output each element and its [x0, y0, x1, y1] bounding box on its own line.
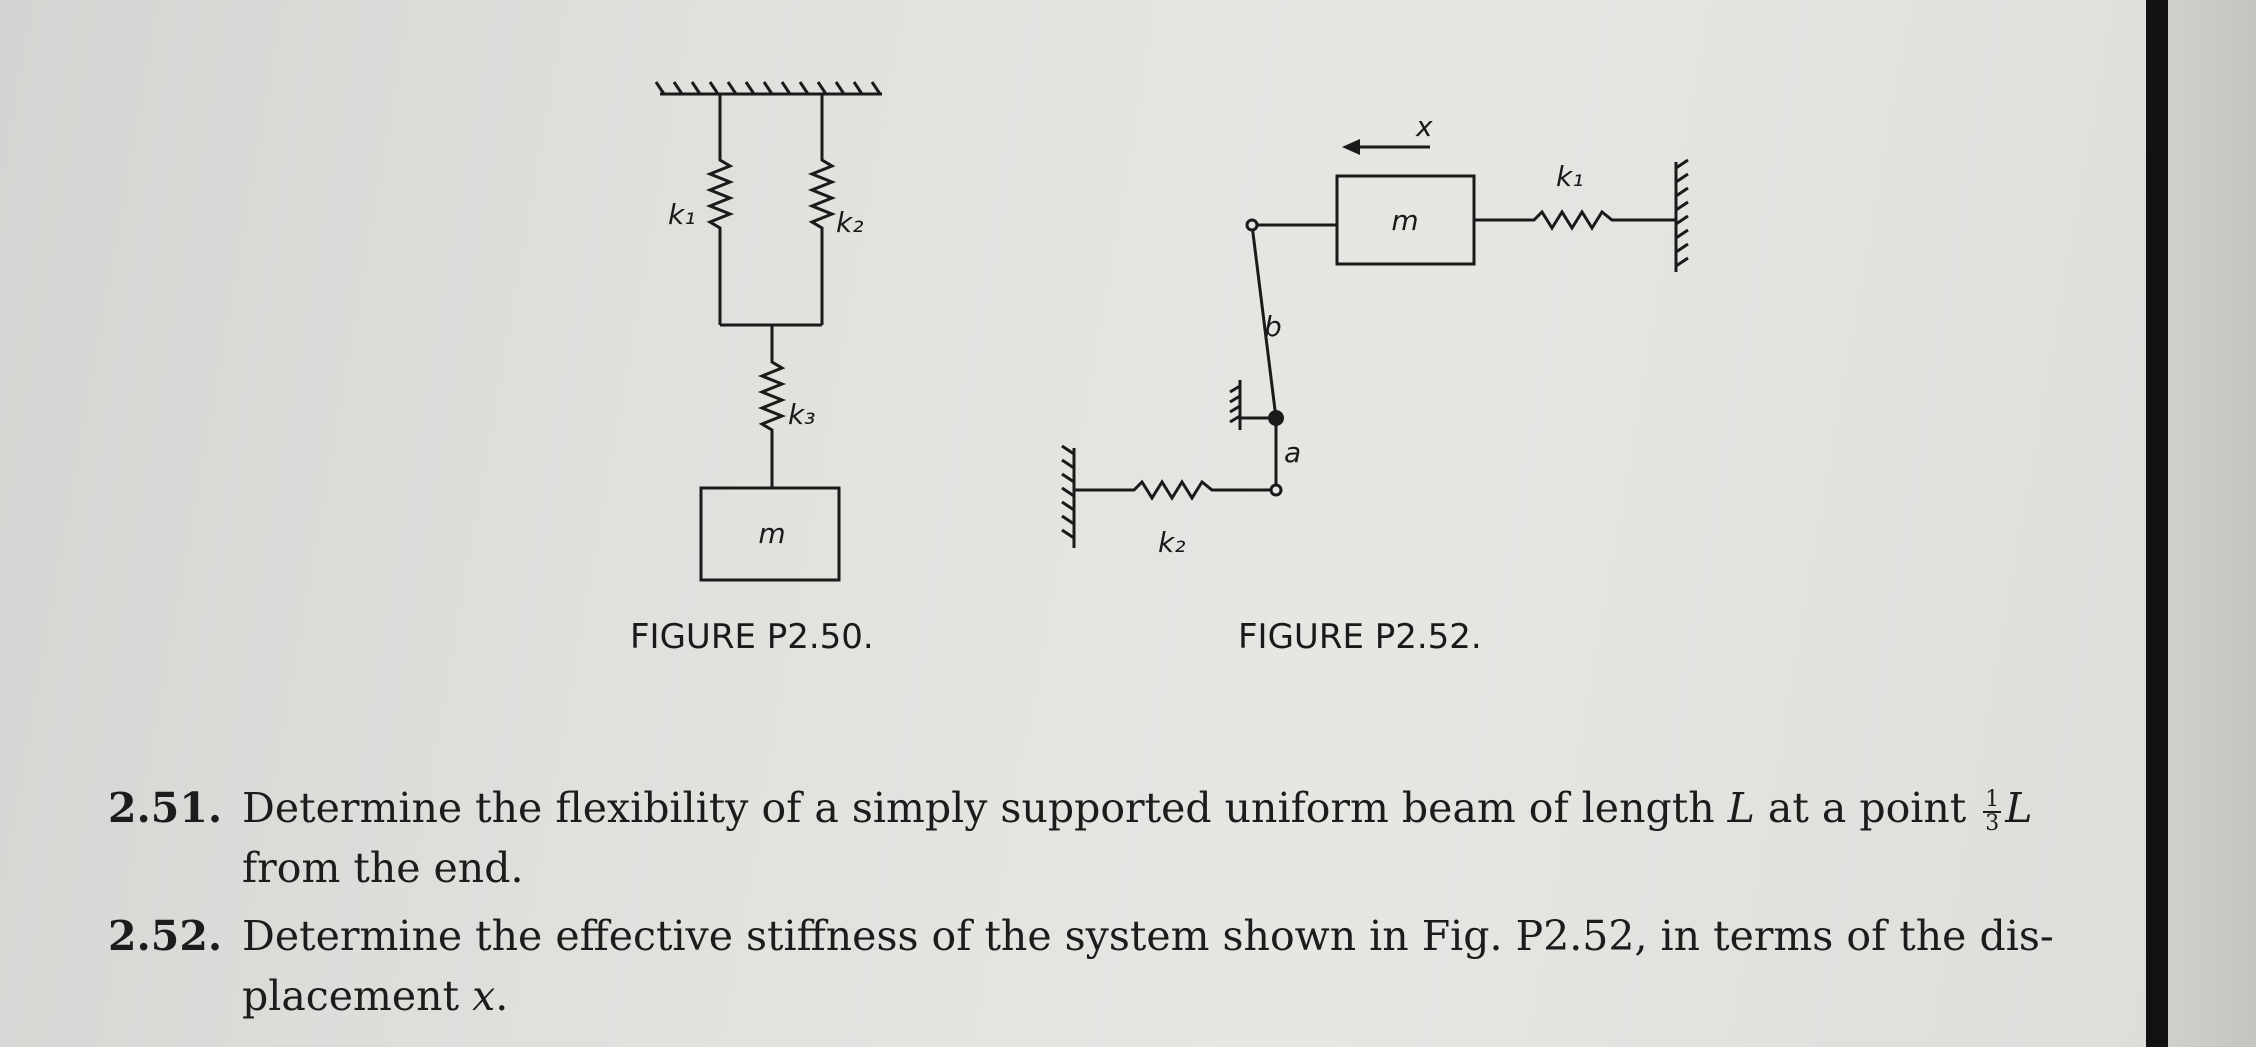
problem-text: Determine the flexibility of a simply su… [242, 784, 1728, 832]
k1-label: k₁ [668, 198, 695, 231]
b-label: b [1264, 310, 1282, 343]
x-label: x [1415, 110, 1433, 143]
backdrop [2168, 0, 2256, 1047]
pivot-wall-hatch [1229, 384, 1241, 424]
mass-label: m [758, 517, 785, 550]
k2-label: k₂ [836, 206, 863, 239]
x-arrow-head [1342, 139, 1360, 155]
mass-block [699, 486, 841, 582]
spring-k2 [807, 94, 837, 325]
var-x: x [472, 972, 496, 1020]
bottom-hinge [1269, 483, 1283, 497]
var-L: L [2005, 784, 2033, 832]
problem-text: at a point [1754, 784, 1980, 832]
problem-text: Determine the effective stiffness of the… [242, 912, 2054, 1020]
problem-text: . [495, 972, 509, 1020]
a-label: a [1284, 436, 1301, 469]
figure-caption-p2-50: FIGURE P2.50. [630, 617, 874, 657]
right-wall-hatch [1675, 158, 1689, 268]
page-edge [2146, 0, 2168, 1047]
spring-k3 [757, 325, 787, 488]
ceiling-hatch [654, 81, 882, 95]
k2-label: k₂ [1158, 526, 1185, 559]
problem-2-52: 2.52. Determine the effective stiffness … [108, 906, 2128, 1026]
problem-list: 2.51. Determine the flexibility of a sim… [108, 778, 2128, 1034]
var-L: L [1727, 784, 1755, 832]
spring-k1 [1474, 209, 1676, 231]
left-wall-hatch [1061, 444, 1075, 540]
pivot-o [1268, 410, 1284, 426]
problem-text: from the end. [242, 844, 524, 892]
problem-2-51: 2.51. Determine the flexibility of a sim… [108, 778, 2128, 898]
top-hinge [1245, 218, 1259, 232]
spring-k2 [1074, 479, 1272, 501]
spring-k1 [705, 94, 735, 325]
mass-label: m [1391, 204, 1418, 237]
k1-label: k₁ [1556, 160, 1583, 193]
figure-caption-p2-52: FIGURE P2.52. [1238, 617, 1482, 657]
problem-number: 2.52. [108, 912, 223, 960]
lever-arm-b [1250, 224, 1278, 419]
k3-label: k₃ [788, 398, 815, 431]
problem-number: 2.51. [108, 784, 223, 832]
